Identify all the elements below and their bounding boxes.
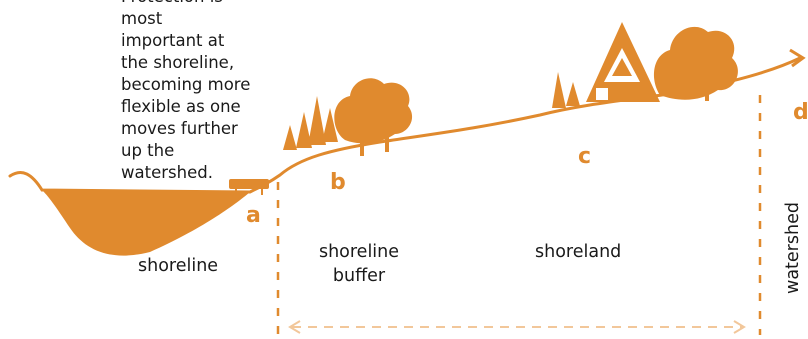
arrow-tip <box>789 48 806 68</box>
label-shoreland: shoreland <box>535 242 622 262</box>
range-arrow-left-head <box>288 320 301 334</box>
lake-water <box>42 190 250 256</box>
dock-icon <box>229 179 269 195</box>
label-shoreline-buffer: shoreline buffer <box>318 242 400 286</box>
zone-marker-a: a <box>246 203 261 228</box>
zone-marker-c: c <box>578 144 592 169</box>
label-shoreline: shoreline <box>138 256 219 276</box>
house-icon <box>552 22 738 108</box>
range-arrow-right-head <box>733 320 746 334</box>
intro-text: Protection is most important at the shor… <box>121 0 251 182</box>
label-watershed: watershed <box>783 202 803 294</box>
forest-icon <box>283 78 413 156</box>
zone-marker-b: b <box>330 170 346 195</box>
zone-marker-d: d <box>793 100 808 125</box>
